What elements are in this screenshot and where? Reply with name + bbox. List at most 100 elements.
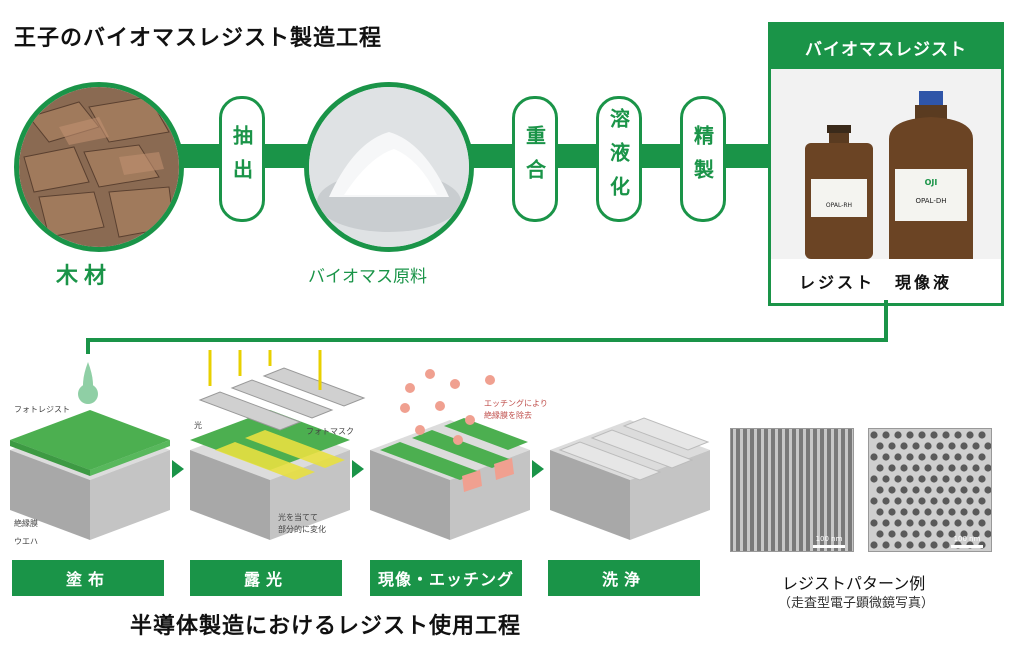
sem-hole (876, 464, 884, 472)
sem-hole (942, 519, 950, 527)
sem-hole (978, 475, 986, 483)
etching-note-1: エッチングにより (484, 398, 548, 408)
sem-hole (960, 508, 968, 516)
wafer-tag: ウエハ (14, 537, 38, 546)
sem-hole (912, 442, 920, 450)
large-bottle-logo: OJI (925, 178, 938, 187)
solution-step-pill: 溶液化 (596, 96, 642, 222)
sem-hole (882, 475, 890, 483)
sem-hole (954, 475, 962, 483)
sem-hole (936, 530, 944, 538)
sem-line (775, 429, 778, 551)
sem-line (838, 429, 841, 551)
sem-line (754, 429, 757, 551)
sem-line (845, 429, 848, 551)
sem-line (803, 429, 806, 551)
sem-hole (936, 508, 944, 516)
sem-hole (912, 486, 920, 494)
sem-hole (984, 530, 991, 538)
sem-hole (906, 497, 914, 505)
sem-hole (900, 486, 908, 494)
sem-hole (948, 464, 956, 472)
sem-hole (894, 519, 902, 527)
sem-hole (966, 519, 974, 527)
sem-hole (978, 453, 986, 461)
sem-hole (978, 519, 986, 527)
step-cleaning: 洗浄 (548, 560, 700, 596)
large-bottle-text: OPAL-DH (915, 197, 946, 205)
sem-hole (942, 431, 950, 439)
sem-hole (888, 442, 896, 450)
sem-line (824, 429, 827, 551)
sem-hole (876, 442, 884, 450)
exposure-block (190, 350, 366, 540)
sem-hole (918, 519, 926, 527)
sem-line (852, 429, 853, 551)
sem-hole (900, 464, 908, 472)
sem-hole (894, 541, 902, 549)
sem-hole (966, 431, 974, 439)
sem-hole (918, 453, 926, 461)
sem-hole (930, 475, 938, 483)
extraction-step-pill: 抽出 (219, 96, 265, 222)
biomass-resist-panel: バイオマスレジスト OPAL-RH OJI OPAL-DH レジスト 現像液 (768, 22, 1004, 306)
sem-hole (954, 497, 962, 505)
sem-hole-pattern-image: 100 nm (868, 428, 992, 552)
sem-hole (984, 464, 991, 472)
sem-hole (882, 497, 890, 505)
sem-hole (876, 508, 884, 516)
resist-bottles-image: OPAL-RH OJI OPAL-DH (771, 69, 1001, 259)
sem-hole (930, 519, 938, 527)
sem-line (810, 429, 813, 551)
cleaning-block (550, 417, 710, 540)
sem-hole (870, 453, 878, 461)
sem-hole (972, 464, 980, 472)
sem-line (789, 429, 792, 551)
sem-hole (870, 431, 878, 439)
sem-scale-1: 100 nm (816, 535, 843, 543)
sem-hole (948, 530, 956, 538)
sem-hole (972, 508, 980, 516)
sem-hole (888, 530, 896, 538)
step-develop-etch: 現像・エッチング (370, 560, 522, 596)
light-tag: 光 (194, 420, 202, 430)
sem-hole (906, 475, 914, 483)
sem-line (796, 429, 799, 551)
etching-note-2: 絶縁膜を除去 (484, 410, 532, 420)
sem-hole (924, 508, 932, 516)
exposure-note-2: 部分的に変化 (278, 524, 326, 534)
sem-hole (876, 486, 884, 494)
resist-usage-title: 半導体製造におけるレジスト使用工程 (130, 614, 522, 639)
sem-hole (936, 486, 944, 494)
sem-hole (930, 453, 938, 461)
sem-hole (900, 442, 908, 450)
sem-hole (888, 508, 896, 516)
step-exposure: 露光 (190, 560, 342, 596)
sem-hole (870, 497, 878, 505)
sem-hole (960, 486, 968, 494)
sem-hole (972, 442, 980, 450)
connector-line (86, 300, 888, 354)
process-arrow-3 (532, 460, 544, 478)
sem-line (747, 429, 750, 551)
sem-hole (942, 497, 950, 505)
sem-line (768, 429, 771, 551)
sem-line (740, 429, 743, 551)
sem-hole (960, 442, 968, 450)
purification-step-pill: 精製 (680, 96, 726, 222)
wood-label: 木材 (56, 264, 113, 289)
insulating-film-tag: 絶縁膜 (14, 518, 38, 528)
sem-hole (894, 431, 902, 439)
sem-hole (924, 464, 932, 472)
sem-hole (882, 519, 890, 527)
biomass-resist-header: バイオマスレジスト (771, 25, 1001, 69)
sem-hole (888, 486, 896, 494)
sem-line-pattern-image: 100 nm (730, 428, 854, 552)
sem-hole (912, 530, 920, 538)
exposure-note-1: 光を当てて (278, 512, 318, 522)
sem-hole (924, 486, 932, 494)
sem-line (761, 429, 764, 551)
sem-hole (918, 431, 926, 439)
sem-hole (948, 486, 956, 494)
sem-hole (954, 453, 962, 461)
